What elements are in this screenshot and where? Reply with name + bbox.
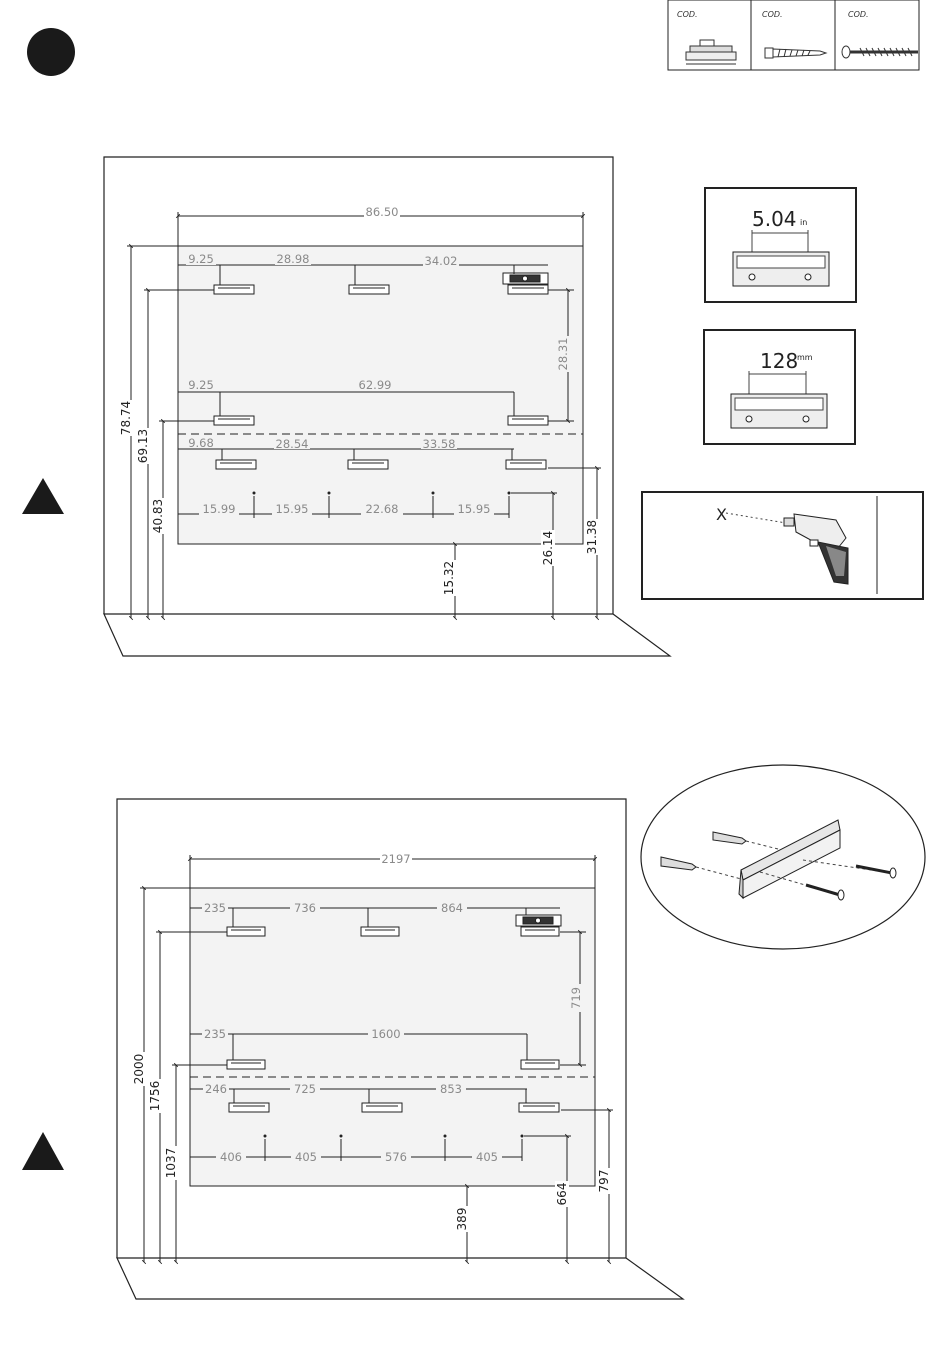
drill-mark: X <box>716 505 727 524</box>
dim-bottom-3-mm: 797 <box>597 1170 611 1193</box>
dim-left-1-mm: 2000 <box>132 1054 146 1085</box>
warning-triangle-icon <box>22 478 64 514</box>
dim-hole-1-mm: 406 <box>220 1150 242 1164</box>
dim-mid-1-mm: 235 <box>204 1027 226 1041</box>
dim-mid-2-mm: 1600 <box>371 1027 400 1041</box>
dim-top-1-in: 9.25 <box>188 252 214 266</box>
dim-top-1-mm: 235 <box>204 901 226 915</box>
dim-bot-1-mm: 246 <box>205 1082 227 1096</box>
dim-bot-3-mm: 853 <box>440 1082 462 1096</box>
dim-bottom-1-in: 15.32 <box>442 561 456 595</box>
parts-table: COD. COD. COD. <box>668 0 919 70</box>
dim-width-mm: 2197 <box>381 852 410 866</box>
screw-icon <box>842 46 918 58</box>
dim-bottom-1-mm: 389 <box>455 1208 469 1231</box>
dim-vertical-rows-mm: 719 <box>569 987 583 1009</box>
warning-triangle-icon-2 <box>22 1132 64 1170</box>
dim-bottom-2-mm: 664 <box>555 1183 569 1206</box>
dim-left-2-in: 69.13 <box>136 429 150 463</box>
dim-top-3-in: 34.02 <box>425 254 458 268</box>
dim-bottom-2-in: 26.14 <box>541 531 555 565</box>
dim-hole-1-in: 15.99 <box>203 502 236 516</box>
wall-diagram-inches: 86.50 9.25 28.98 34.02 9.25 62.99 9.68 2… <box>104 157 670 656</box>
detail-drilling: X <box>642 492 923 599</box>
dim-hole-4-mm: 405 <box>476 1150 498 1164</box>
dim-bot-2-in: 28.54 <box>276 437 309 451</box>
dim-hole-2-in: 15.95 <box>276 502 309 516</box>
dim-left-2-mm: 1756 <box>148 1081 162 1112</box>
dim-top-2-mm: 736 <box>294 901 316 915</box>
part-code-label-2: COD. <box>762 10 783 19</box>
spacing-unit-in: in <box>800 218 807 227</box>
dim-bot-2-mm: 725 <box>294 1082 316 1096</box>
spacing-value-in: 5.04 <box>752 207 797 231</box>
dim-bottom-3-in: 31.38 <box>585 520 599 554</box>
dim-left-3-in: 40.83 <box>151 499 165 533</box>
dim-top-3-mm: 864 <box>441 901 463 915</box>
dim-hole-3-in: 22.68 <box>366 502 399 516</box>
dim-left-3-mm: 1037 <box>164 1148 178 1179</box>
dim-mid-1-in: 9.25 <box>188 378 214 392</box>
dim-width-in: 86.50 <box>366 205 399 219</box>
dim-vertical-rows-in: 28.31 <box>556 338 570 371</box>
dim-hole-2-mm: 405 <box>295 1150 317 1164</box>
part-code-label-1: COD. <box>677 10 698 19</box>
dim-bot-3-in: 33.58 <box>423 437 456 451</box>
dim-top-2-in: 28.98 <box>277 252 310 266</box>
detail-spacing-inches: 5.04 in <box>705 188 856 302</box>
bracket-icon <box>686 40 736 64</box>
dim-hole-3-mm: 576 <box>385 1150 407 1164</box>
spacing-unit-mm: mm <box>797 353 813 362</box>
wall-diagram-metric: 2197 235 736 864 235 1600 246 725 853 <box>117 799 683 1299</box>
part-code-label-3: COD. <box>848 10 869 19</box>
dim-bot-1-in: 9.68 <box>188 436 214 450</box>
dim-hole-4-in: 15.95 <box>458 502 491 516</box>
step-number-badge <box>27 28 75 76</box>
fixing-exploded-view <box>641 765 925 949</box>
wall-plug-icon <box>765 48 826 58</box>
detail-spacing-metric: 128 mm <box>704 330 855 444</box>
dim-mid-2-in: 62.99 <box>359 378 392 392</box>
spacing-value-mm: 128 <box>760 349 798 373</box>
dim-left-1-in: 78.74 <box>119 401 133 435</box>
